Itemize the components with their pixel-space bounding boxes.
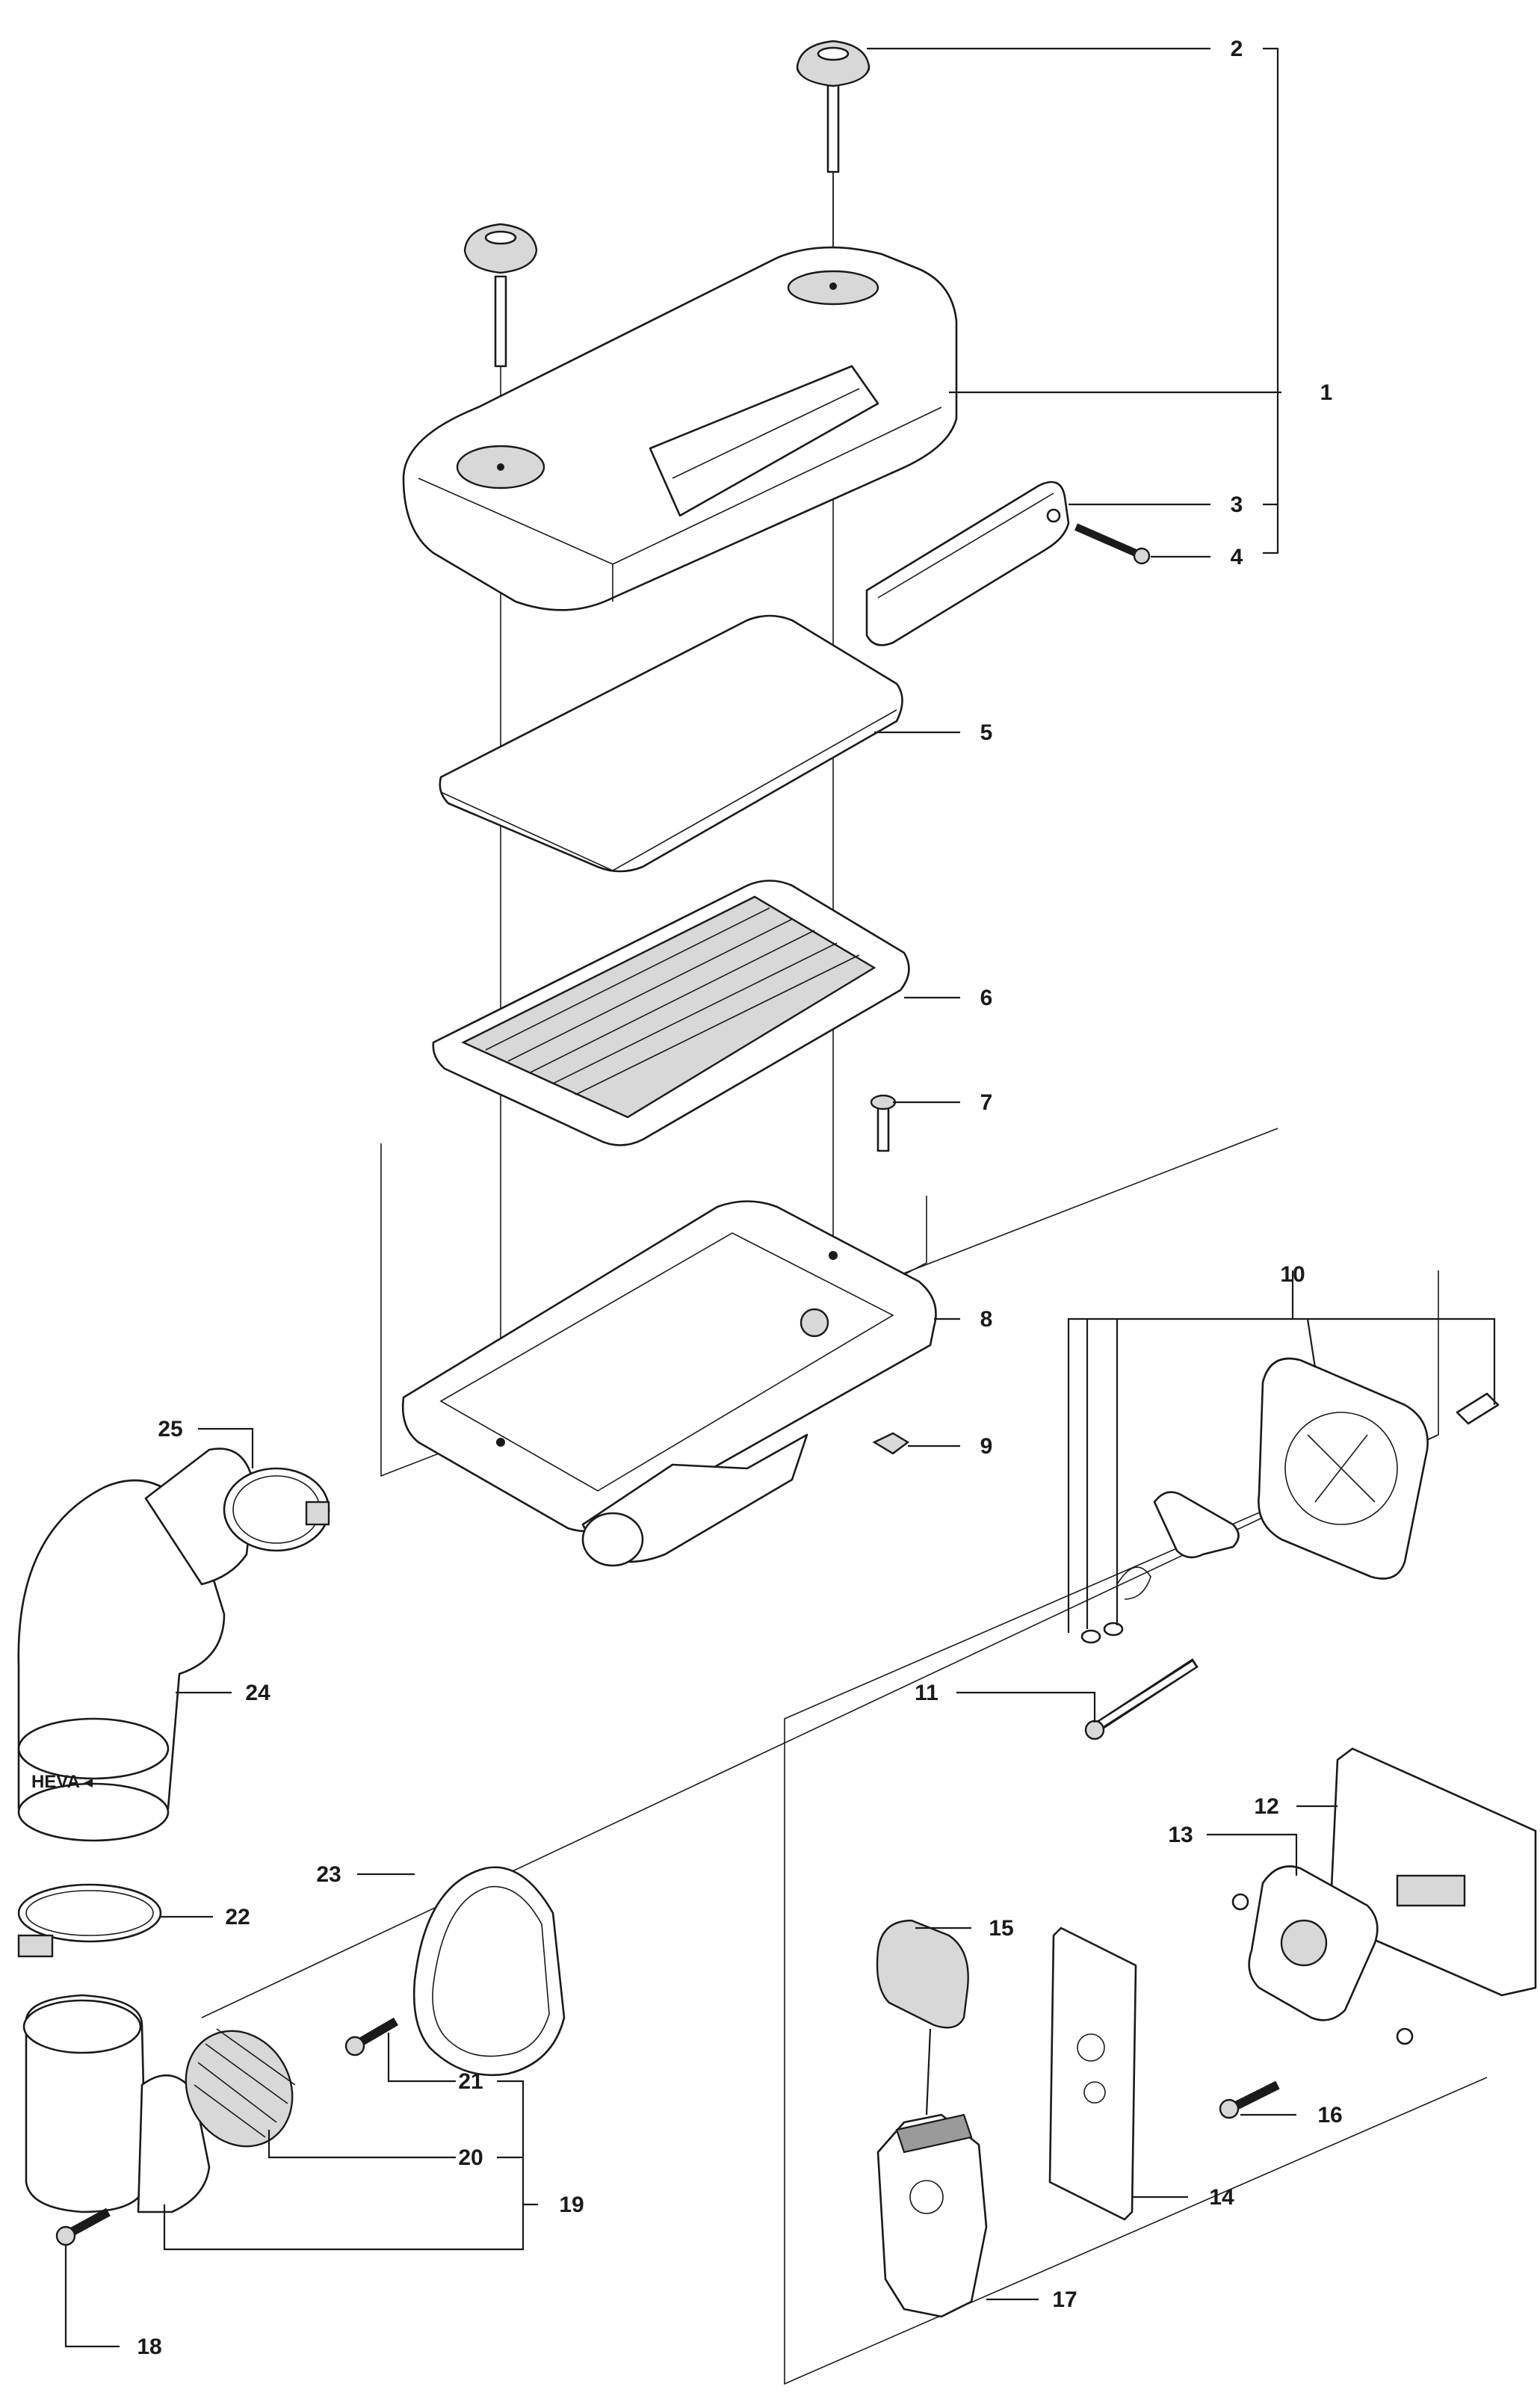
callout-22: 22 [225, 1905, 250, 1929]
callout-15: 15 [989, 1916, 1013, 1941]
callout-11: 11 [915, 1681, 938, 1705]
callout-19: 19 [559, 2193, 584, 2217]
callout-20: 20 [458, 2145, 483, 2170]
bottom-screw [55, 2207, 111, 2246]
hose-clamp-lower [17, 1883, 162, 1958]
gasket [1048, 1926, 1137, 2221]
air-filter-element [432, 880, 910, 1146]
callout-14: 14 [1209, 2185, 1234, 2210]
cover-handle [865, 481, 1070, 646]
carburettor-cap [876, 1919, 969, 2029]
callout-numbers: 2 1 3 4 5 6 7 8 9 10 11 12 13 14 15 16 1… [137, 37, 1342, 2359]
callout-7: 7 [980, 1090, 993, 1115]
callout-13: 13 [1168, 1823, 1193, 1847]
callout-3: 3 [1231, 492, 1243, 517]
callout-12: 12 [1254, 1794, 1278, 1819]
callout-1: 1 [1320, 380, 1333, 405]
knob-part-left [463, 223, 538, 368]
long-bolt [1084, 1658, 1199, 1740]
intake-flange [1231, 1865, 1414, 2045]
intake-elbow-hose: HEVA [17, 1447, 256, 1842]
callout-8: 8 [980, 1307, 993, 1332]
gasket-plate [1329, 1747, 1537, 1997]
intake-adapter [22, 1994, 211, 2213]
gasket-ring [412, 1866, 566, 2077]
knob-part [796, 40, 870, 173]
callout-16: 16 [1317, 2103, 1342, 2128]
bolt [870, 1094, 897, 1152]
callout-6: 6 [980, 986, 993, 1010]
carburettor [876, 2113, 988, 2318]
callout-25: 25 [158, 1417, 182, 1442]
callout-5: 5 [980, 720, 993, 745]
callout-4: 4 [1231, 545, 1243, 569]
callout-9: 9 [980, 1434, 993, 1459]
callout-21: 21 [458, 2069, 483, 2094]
flange-plate [1080, 1357, 1500, 1644]
filter-screen [185, 2028, 296, 2148]
filter-housing [401, 1200, 937, 1567]
air-filter-cover [402, 246, 958, 611]
hose-clamp-upper [223, 1467, 330, 1552]
callout-18: 18 [137, 2335, 161, 2359]
handle-screw [1074, 523, 1151, 565]
nut [872, 1432, 910, 1455]
flange-screw [1219, 2080, 1280, 2119]
pre-filter [439, 614, 903, 873]
hose-brand-marking: HEVA [31, 1772, 80, 1792]
callout-23: 23 [316, 1862, 341, 1887]
callout-leaders [64, 47, 1496, 2348]
adapter-screw [344, 2017, 399, 2057]
callout-10: 10 [1280, 1262, 1305, 1287]
callout-2: 2 [1231, 37, 1243, 61]
callout-17: 17 [1052, 2287, 1077, 2312]
callout-24: 24 [245, 1681, 270, 1705]
